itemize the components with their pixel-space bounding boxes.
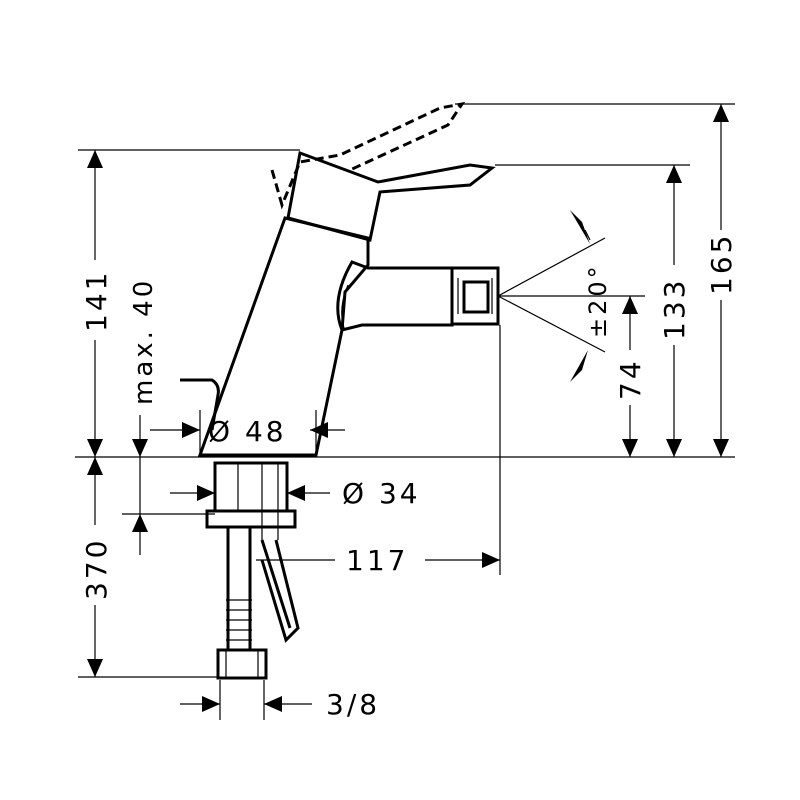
dim-370-label: 370 [80, 538, 113, 600]
faucet-body [197, 216, 370, 457]
mounting-nut [205, 509, 297, 529]
aerator-outer [450, 266, 500, 326]
spout-highlight [341, 284, 349, 329]
dim-74: 74 [498, 295, 647, 457]
supply-hose [226, 527, 252, 650]
dim-133: 133 [495, 164, 691, 457]
dim-133-label: 133 [658, 278, 691, 340]
dim-74-label: 74 [614, 358, 647, 400]
connector-nut [216, 648, 268, 680]
dim-max40: max. 40 [122, 278, 215, 555]
shank [213, 461, 289, 513]
dim-angle-label: ±20° [584, 263, 612, 338]
dim-d48: Ø 48 [150, 410, 345, 457]
dim-141-label: 141 [80, 270, 113, 332]
dim-38-label: 3/8 [326, 688, 380, 721]
dim-d34: Ø 34 [170, 477, 421, 510]
dim-38: 3/8 [180, 680, 380, 721]
raised-lever-outline [270, 101, 466, 210]
spout [336, 260, 454, 332]
dim-d48-label: Ø 48 [208, 415, 287, 448]
faucet-outline [75, 101, 735, 680]
dim-angle: ±20° [497, 210, 612, 382]
dim-117-label: 117 [346, 544, 408, 577]
dim-max40-label: max. 40 [129, 278, 159, 405]
dim-165-label: 165 [705, 233, 738, 295]
popup-rod [180, 378, 220, 431]
aerator-inner [462, 280, 490, 314]
dim-165: 165 [455, 103, 738, 457]
popup-linkage [260, 539, 300, 643]
dim-141: 141 [78, 149, 300, 457]
dim-117: 117 [256, 325, 501, 577]
dim-370: 370 [78, 457, 218, 678]
dim-d34-label: Ø 34 [342, 477, 421, 510]
